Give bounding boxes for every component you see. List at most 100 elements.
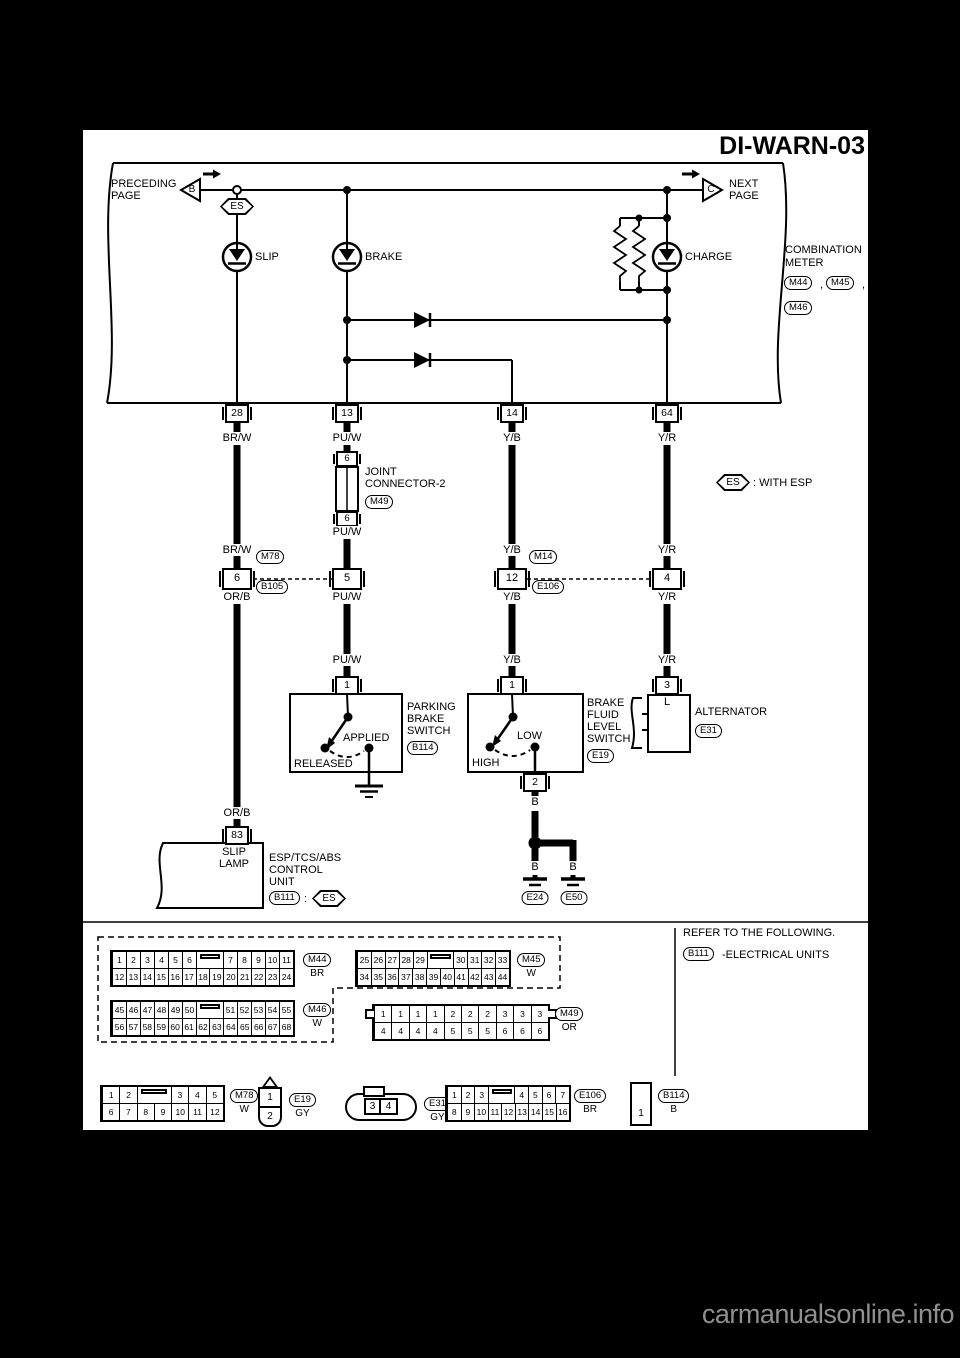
pin-cell: 6 [541,1087,556,1103]
wire-label-yr2: Y/R [655,544,679,556]
pin-cell [136,1087,171,1103]
pin-cell: 13 [125,969,140,985]
meter-connector-m45: M45 [826,276,855,290]
parking-switch-pin: 1 [332,676,362,695]
released-label: RELEASED [294,758,353,770]
next-page-letter: C [707,184,715,195]
next-page-arrow-icon [682,169,724,203]
joint-connector-label2: CONNECTOR-2 [365,478,446,490]
pin-cell [426,952,454,968]
brake-indicator-label: BRAKE [365,251,403,263]
pin-cell: 65 [237,1019,251,1035]
pin-cell: 26 [370,952,385,968]
pin-cell: 24 [279,969,293,985]
pin-cell [196,1002,223,1018]
pin-cell: 47 [140,1002,154,1018]
preceding-page-arrow-icon [179,169,221,203]
pin-cell: 1 [638,1108,644,1119]
inline1-pin-left: 6 [219,568,255,590]
next-page-label: NEXT [729,178,759,190]
pin-cell: 8 [136,1104,154,1120]
inline1-id-top: M78 [256,550,285,564]
brake-fluid-level-switch-symbol [467,693,584,774]
next-page-label2: PAGE [729,190,759,202]
wire-label-puw: PU/W [330,432,364,444]
control-unit-name2: CONTROL [269,864,323,876]
wire-label-brw2: BR/W [220,544,254,556]
fluid-switch-name: BRAKE [587,697,625,709]
pin-cell: 3 [170,1087,188,1103]
pin-cell: 10 [474,1104,488,1120]
pin-cell: 66 [251,1019,265,1035]
pin-cell: 10 [265,952,279,968]
inline2-id-bottom: E106 [532,580,565,594]
applied-label: APPLIED [343,732,390,744]
pin-cell: 5 [478,1023,495,1039]
charge-indicator-label: CHARGE [685,251,733,263]
pin-13: 13 [332,404,362,423]
pin-cell: 2 [460,1087,475,1103]
control-unit-name3: UNIT [269,876,295,888]
pin-cell: 3 [530,1006,548,1022]
pin-cell: 3 [474,1087,488,1103]
watermark: carmanualsonline.info [701,1299,955,1329]
pin-cell: 8 [237,952,251,968]
joint-pin-bottom: 6 [333,511,361,527]
alternator-id: E31 [695,724,722,738]
wire-label-brw: BR/W [220,432,254,444]
low-label: LOW [517,730,543,742]
pin-cell: 31 [467,952,481,968]
pin-cell: 43 [481,969,495,985]
parking-switch-name: PARKING [407,701,456,713]
pin-cell: 53 [251,1002,265,1018]
joint-connector-id: M49 [365,495,394,509]
slip-lamp-label: SLIP [222,846,246,858]
alternator-symbol [630,694,691,753]
wire-label-b3: B [567,861,579,873]
refer-note: REFER TO THE FOLLOWING. [683,927,836,939]
fluid-switch-name3: LEVEL [587,721,622,733]
fluid-switch-pin-bottom: 2 [520,773,550,792]
wire-label-yr4: Y/R [655,654,679,666]
parking-switch-id: B114 [407,741,439,755]
pin-cell: 68 [279,1019,293,1035]
pin-cell: 54 [265,1002,279,1018]
pin-cell: 5 [528,1087,542,1103]
fluid-switch-name2: FLUID [587,709,619,721]
pin-cell: 14 [528,1104,542,1120]
slip-lamp-label2: LAMP [219,858,249,870]
pin-cell: 14 [139,969,154,985]
es-note-letter: ES [726,477,740,488]
comma: , [820,279,824,291]
pin-cell: 27 [384,952,399,968]
pin-cell: 35 [370,969,385,985]
pin-cell: 40 [439,969,454,985]
pin-28: 28 [222,404,252,423]
pin-cell: 2 [126,952,140,968]
pin-cell: 6 [513,1023,530,1039]
section-separators [83,921,868,1076]
diode-link-2 [343,352,513,403]
wire-label-yb: Y/B [501,432,523,444]
pin-cell: 7 [223,952,237,968]
pin-cell [632,1084,650,1104]
pin-cell: 16 [555,1104,570,1120]
pin-cell: 20 [223,969,237,985]
pin-cell: 62 [195,1019,210,1035]
pin-cell: 9 [153,1104,171,1120]
meter-connector-m44: M44 [784,276,813,290]
pin-cell: 2 [461,1006,478,1022]
pin-cell: 5 [443,1023,461,1039]
meter-connector-m46: M46 [784,301,813,315]
pin-cell: 18 [195,969,210,985]
pin-cell: 61 [181,1019,196,1035]
colon: : [304,893,308,905]
pin-cell: 23 [265,969,279,985]
